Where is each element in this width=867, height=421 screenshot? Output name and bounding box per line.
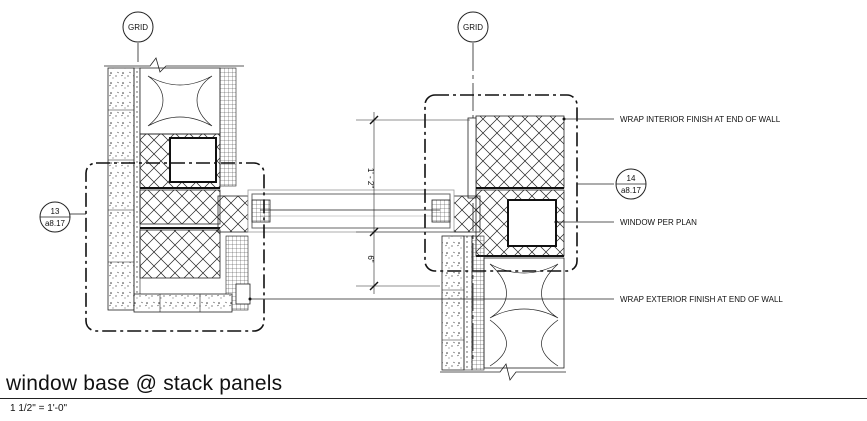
grid-label-right: GRID	[463, 23, 483, 32]
dimension-upper: 1' - 2"	[366, 168, 375, 189]
detail-title: window base @ stack panels	[6, 372, 283, 395]
dimension-string: 1' - 2" 6"	[356, 112, 470, 294]
title-underline	[0, 398, 867, 399]
note-window-per-plan-text: WINDOW PER PLAN	[620, 218, 697, 227]
callout-14: 14 a8.17	[577, 168, 647, 200]
grid-bubble-left	[122, 11, 154, 43]
window-unit	[247, 189, 455, 233]
detail-boundary-left	[85, 162, 265, 332]
callout-14-sheet: a8.17	[621, 186, 642, 195]
right-wall	[440, 115, 566, 381]
note-window-per-plan: WINDOW PER PLAN	[554, 218, 697, 227]
grid-bubble-right	[457, 11, 489, 43]
note-wrap-interior-text: WRAP INTERIOR FINISH AT END OF WALL	[620, 115, 781, 124]
callout-14-number: 14	[627, 174, 636, 183]
grid-left: GRID	[122, 11, 154, 62]
left-wall	[104, 57, 251, 313]
callout-13-sheet: a8.17	[45, 219, 66, 228]
note-wrap-exterior-text: WRAP EXTERIOR FINISH AT END OF WALL	[620, 295, 783, 304]
dimension-lower: 6"	[366, 255, 375, 262]
note-wrap-exterior: WRAP EXTERIOR FINISH AT END OF WALL	[248, 295, 783, 304]
grid-label-left: GRID	[128, 23, 148, 32]
detail-boundary-right	[424, 94, 578, 272]
detail-scale: 1 1/2" = 1'-0"	[10, 403, 68, 414]
callout-13-number: 13	[51, 207, 60, 216]
callout-13: 13 a8.17	[39, 201, 86, 233]
note-wrap-interior: WRAP INTERIOR FINISH AT END OF WALL	[562, 115, 781, 124]
